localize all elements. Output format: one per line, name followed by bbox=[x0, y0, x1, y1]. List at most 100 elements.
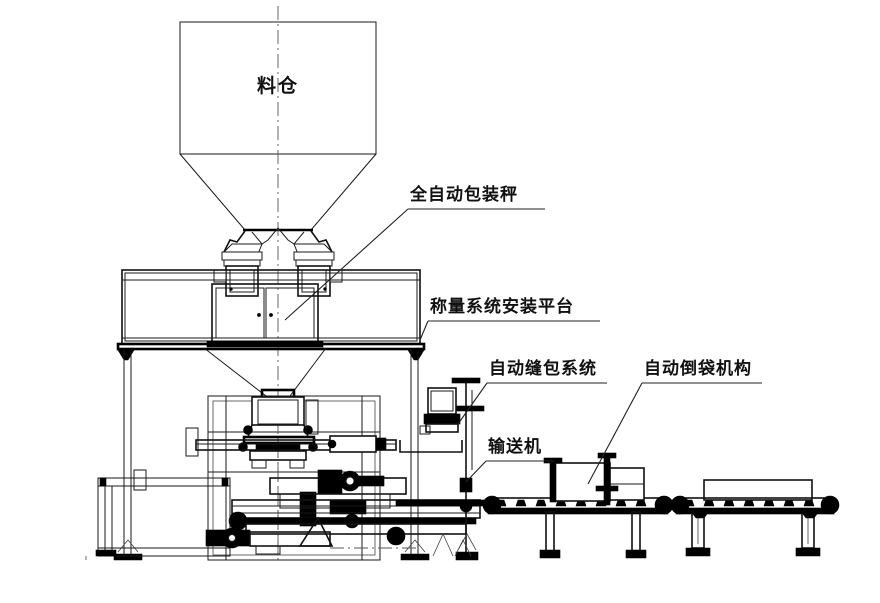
sewing-head-inner bbox=[430, 390, 454, 412]
mid-conveyor-foot-left bbox=[539, 549, 561, 559]
outrigger-foot bbox=[95, 549, 117, 557]
chute-right-outer bbox=[310, 230, 333, 253]
right-conveyor-foot-left bbox=[685, 547, 711, 557]
rail-end-bracket bbox=[185, 427, 199, 457]
right-conveyor-rollers bbox=[683, 499, 815, 507]
platform-deck bbox=[116, 342, 426, 351]
belt-pulley-left bbox=[228, 511, 248, 531]
mid-conveyor-drive-pulley bbox=[482, 495, 502, 515]
tipper-post-left bbox=[549, 459, 557, 503]
lower-drive-bed bbox=[249, 531, 331, 547]
cabinet-handle-right bbox=[269, 313, 273, 317]
tipper-arm-right bbox=[595, 485, 619, 492]
weigh-hopper-right-ring bbox=[295, 259, 333, 267]
mid-conveyor-frame-a bbox=[395, 499, 489, 507]
platform-frame bbox=[121, 269, 421, 345]
spout-housing-inner bbox=[257, 399, 299, 425]
callout-conveyor-text: 输送机 bbox=[488, 436, 542, 457]
mid-conveyor-leg-left bbox=[545, 511, 555, 555]
right-roller-conveyor bbox=[670, 479, 840, 557]
chute-right-lower bbox=[293, 243, 333, 255]
tipper-cap-right bbox=[597, 452, 617, 459]
bag-on-conveyor bbox=[703, 479, 813, 501]
feed-funnel-group bbox=[203, 347, 327, 399]
sewing-head-plate bbox=[425, 423, 459, 433]
callout-weighing-platform-text: 称量系统安装平台 bbox=[430, 296, 574, 317]
callout-packing-scale-text: 全自动包装秤 bbox=[409, 184, 518, 205]
bagger-lower-drive bbox=[205, 516, 406, 555]
weigh-hopper-left-collar bbox=[221, 251, 263, 261]
outrigger-corner-left bbox=[99, 477, 107, 487]
transfer-motor-block bbox=[317, 469, 343, 495]
left-outrigger-frame bbox=[95, 469, 231, 557]
transfer-slide-block bbox=[329, 499, 367, 515]
spout-housing bbox=[251, 396, 305, 426]
callout-bag-tipper-text: 自动倒袋机构 bbox=[644, 358, 752, 379]
hanger-rail bbox=[195, 439, 397, 451]
silo-group: 料仓 bbox=[179, 6, 377, 560]
hanger-roller bbox=[327, 439, 337, 449]
tipper-post-right bbox=[603, 454, 611, 506]
clamp-base bbox=[249, 450, 307, 461]
cabinet-base bbox=[206, 340, 324, 348]
floor-gusset-extra bbox=[432, 533, 454, 557]
funnel-left-wall bbox=[203, 347, 267, 397]
floor-marks bbox=[85, 539, 472, 560]
chute-left-lower bbox=[223, 243, 263, 255]
callout-packing-scale: 全自动包装秤 bbox=[284, 184, 545, 321]
bag-tipper-group bbox=[543, 452, 645, 506]
right-leg-left-knuckle bbox=[689, 509, 711, 519]
bag-hanger-rail-group bbox=[185, 427, 397, 457]
chute-left-outer bbox=[223, 230, 246, 253]
callout-weighing-platform: 称量系统安装平台 bbox=[419, 296, 600, 341]
sewing-bag-guide bbox=[399, 440, 463, 453]
callout-sewing-system-text: 自动缝包系统 bbox=[489, 358, 597, 379]
mid-conveyor-frame-b bbox=[487, 507, 669, 515]
callout-conveyor-leader bbox=[465, 460, 487, 483]
right-conveyor-head-pulley bbox=[670, 495, 690, 515]
mid-conveyor-leg-right bbox=[631, 511, 641, 555]
callout-bag-tipper: 自动倒袋机构 bbox=[587, 358, 762, 485]
outrigger-bracket bbox=[133, 469, 147, 491]
discharge-chute bbox=[298, 516, 334, 547]
right-leg-right-knuckle bbox=[799, 509, 821, 519]
cabinet-handle-left bbox=[257, 313, 261, 317]
spout-side-duct bbox=[305, 399, 319, 435]
callout-sewing-system: 自动缝包系统 bbox=[457, 358, 607, 425]
clamp-bracket-left bbox=[251, 459, 267, 469]
sewing-head-base bbox=[423, 413, 461, 425]
lower-drive-pad bbox=[255, 545, 281, 555]
main-belt-conveyor bbox=[228, 499, 481, 535]
sewing-mast-foot bbox=[455, 551, 479, 561]
floor-gusset-mid bbox=[454, 539, 472, 557]
cabinet-door-left bbox=[215, 287, 265, 339]
platform-foot-right-gusset bbox=[404, 539, 426, 553]
sewing-rail-collar bbox=[459, 477, 473, 493]
hanger-carriage bbox=[329, 435, 377, 453]
sewing-mast-top-bracket bbox=[451, 377, 481, 384]
mid-conveyor-tail-pulley bbox=[654, 495, 674, 515]
clamp-pivot-left bbox=[243, 425, 253, 435]
weigh-hopper-right-collar bbox=[293, 251, 335, 261]
callout-conveyor: 输送机 bbox=[465, 436, 554, 483]
discharge-roller bbox=[386, 526, 406, 546]
sewing-machine-group bbox=[399, 377, 485, 561]
silo-label: 料仓 bbox=[257, 74, 299, 97]
right-conveyor-tail-pulley bbox=[820, 495, 840, 515]
weigh-hopper-right-pivot bbox=[323, 287, 327, 291]
clamp-pivot-right bbox=[303, 425, 313, 435]
callout-bag-tipper-leader bbox=[587, 382, 643, 485]
platform-leg-left-cap bbox=[117, 349, 135, 361]
mid-conveyor-foot-right bbox=[625, 549, 647, 559]
tipper-panel bbox=[553, 462, 611, 502]
funnel-right-wall bbox=[289, 347, 327, 397]
weigh-hopper-left-ring bbox=[223, 259, 261, 267]
right-conveyor-foot-right bbox=[795, 547, 821, 557]
mid-roller-conveyor bbox=[395, 495, 674, 559]
outrigger-frame bbox=[97, 477, 231, 557]
clamp-bracket-right bbox=[289, 459, 305, 469]
cabinet-door-right bbox=[265, 287, 315, 339]
callout-sewing-system-leader bbox=[457, 382, 488, 425]
